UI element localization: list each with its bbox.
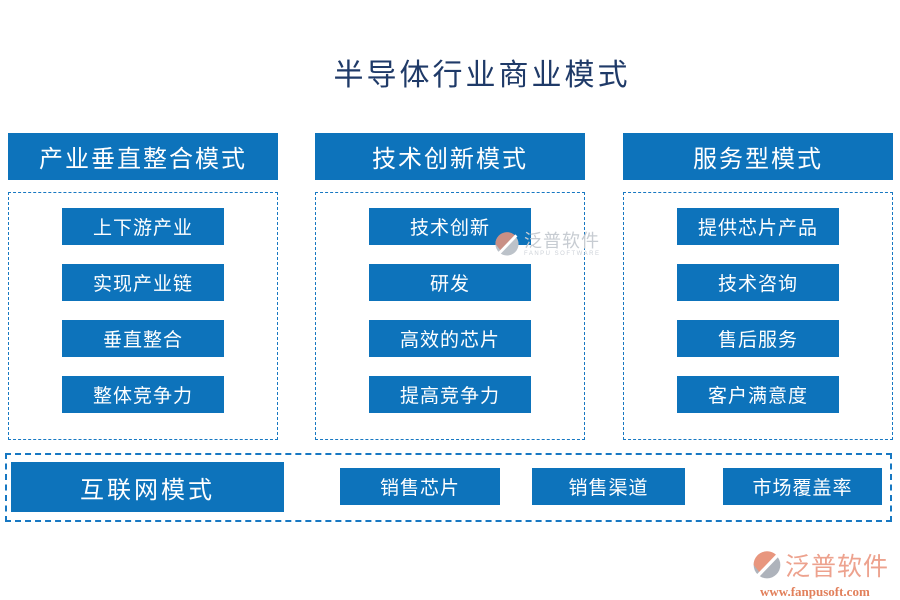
watermark-corner: 泛普软件 www.fanpusoft.com xyxy=(752,547,889,600)
node-customer-satisfaction: 客户满意度 xyxy=(677,376,839,413)
node-market-coverage: 市场覆盖率 xyxy=(723,468,882,505)
panel-vertical-integration: 上下游产业 实现产业链 垂直整合 整体竞争力 xyxy=(8,192,278,440)
watermark-center: 泛普软件 FANPU SOFTWARE xyxy=(494,231,600,257)
page-title: 半导体行业商业模式 xyxy=(333,59,631,92)
node-overall-competitiveness: 整体竞争力 xyxy=(62,376,224,413)
node-sales-channels: 销售渠道 xyxy=(532,468,685,505)
panel-service-model: 提供芯片产品 技术咨询 售后服务 客户满意度 xyxy=(623,192,893,440)
column-header-tech-innovation: 技术创新模式 xyxy=(315,133,585,180)
node-industry-chain: 实现产业链 xyxy=(62,264,224,301)
column-header-service-model: 服务型模式 xyxy=(623,133,893,180)
watermark-brand-text: 泛普软件 xyxy=(785,554,890,581)
node-after-sales: 售后服务 xyxy=(677,320,839,357)
node-chip-products: 提供芯片产品 xyxy=(677,208,839,245)
fanpu-logo-icon xyxy=(753,551,781,579)
fanpu-logo-icon xyxy=(495,232,519,256)
node-upstream-downstream: 上下游产业 xyxy=(62,208,224,245)
node-efficient-chips: 高效的芯片 xyxy=(369,320,531,357)
watermark-brand-text: 泛普软件 xyxy=(524,231,600,251)
watermark-url-text: www.fanpusoft.com xyxy=(760,584,870,599)
panel-internet-model: 互联网模式 销售芯片 销售渠道 市场覆盖率 xyxy=(5,453,892,522)
node-vertical-integration: 垂直整合 xyxy=(62,320,224,357)
panel-tech-innovation: 技术创新 研发 高效的芯片 提高竞争力 xyxy=(315,192,585,440)
node-rnd: 研发 xyxy=(369,264,531,301)
bottom-header-internet-model: 互联网模式 xyxy=(11,462,284,512)
node-raise-competitiveness: 提高竞争力 xyxy=(369,376,531,413)
node-tech-innovation: 技术创新 xyxy=(369,208,531,245)
node-tech-consulting: 技术咨询 xyxy=(677,264,839,301)
node-sell-chips: 销售芯片 xyxy=(340,468,500,505)
watermark-sub-text: FANPU SOFTWARE xyxy=(524,251,601,257)
column-header-vertical-integration: 产业垂直整合模式 xyxy=(8,133,278,180)
